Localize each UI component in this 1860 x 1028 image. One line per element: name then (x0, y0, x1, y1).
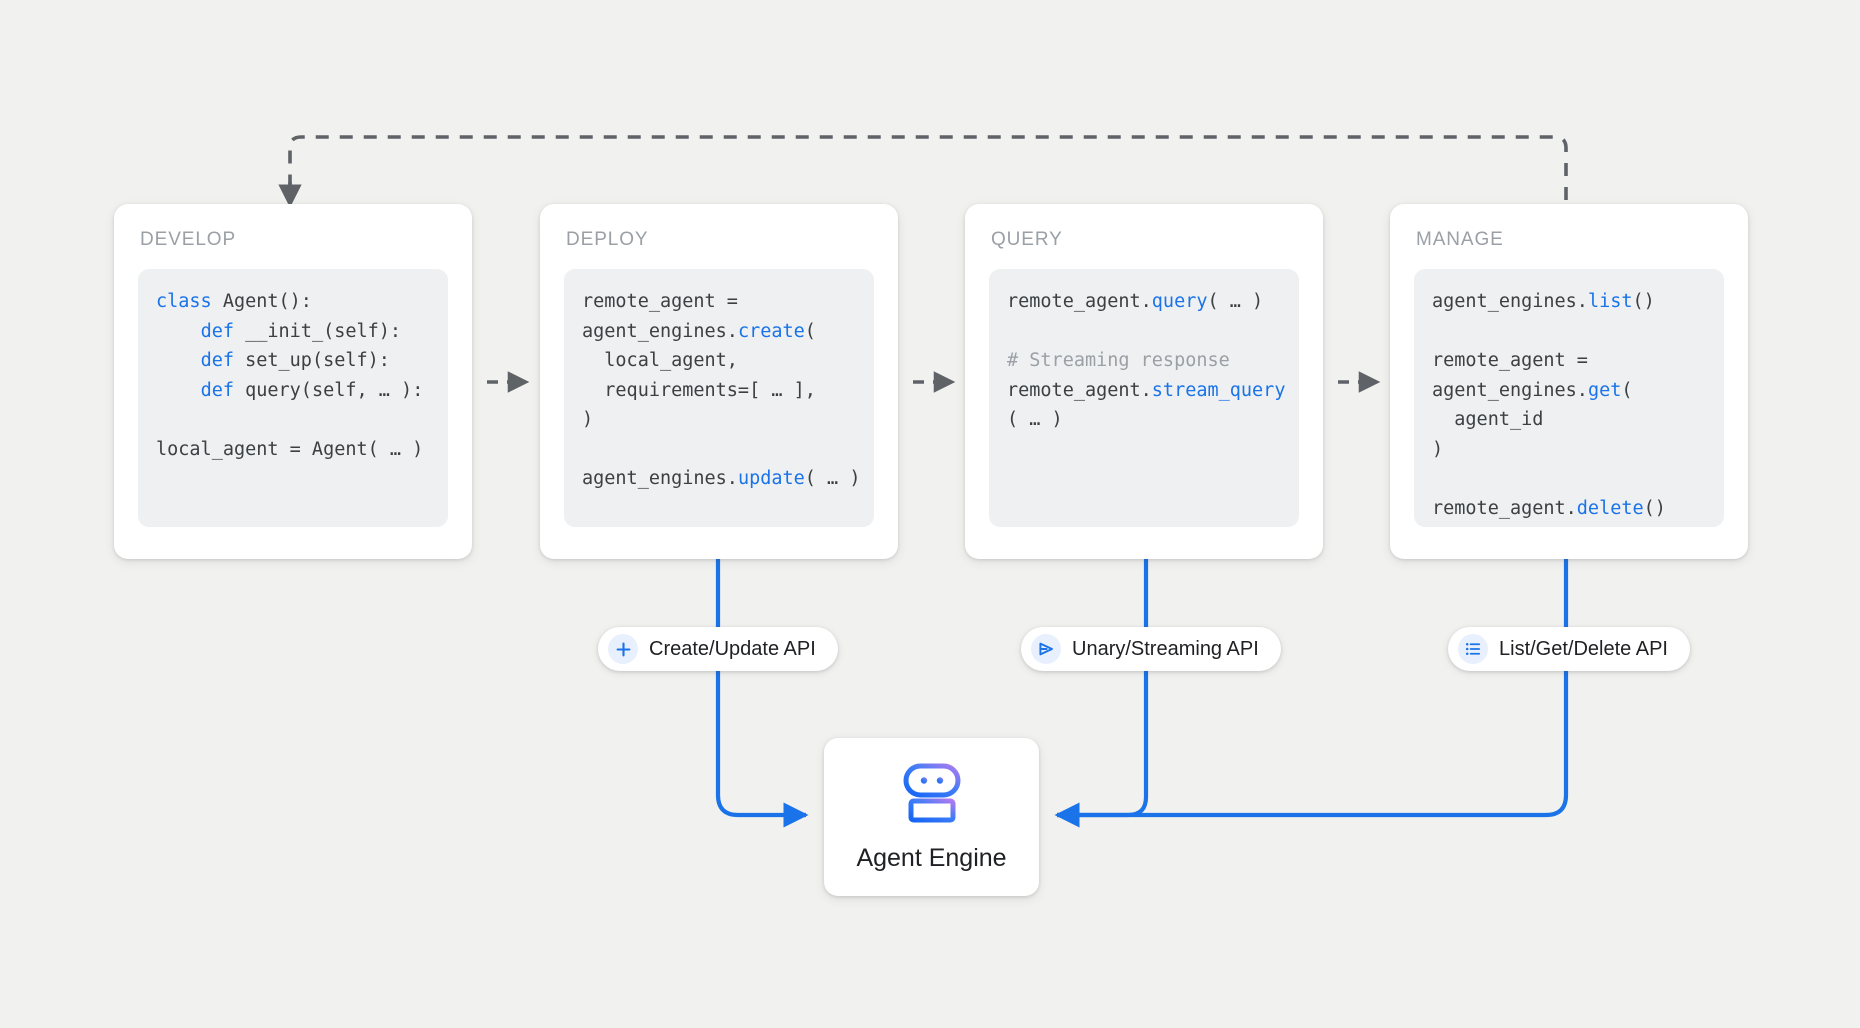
api-pill-label-unary-streaming: Unary/Streaming API (1072, 638, 1259, 660)
api-pill-create-update[interactable]: Create/Update API (598, 627, 838, 671)
stage-card-deploy: DEPLOY remote_agent = agent_engines.crea… (540, 204, 898, 559)
code-text-deploy: remote_agent = agent_engines.create( loc… (582, 291, 861, 489)
api-pill-label-list-get-delete: List/Get/Delete API (1499, 638, 1668, 660)
stage-card-query: QUERY remote_agent.query( … ) # Streamin… (965, 204, 1323, 559)
code-block-develop: class Agent(): def __init_(self): def se… (138, 269, 448, 527)
code-block-manage: agent_engines.list() remote_agent = agen… (1414, 269, 1724, 527)
code-block-query: remote_agent.query( … ) # Streaming resp… (989, 269, 1299, 527)
stage-title-query: QUERY (991, 229, 1063, 250)
list-bullets-icon (1458, 634, 1488, 664)
code-text-query: remote_agent.query( … ) # Streaming resp… (1007, 291, 1286, 430)
agent-engine-label: Agent Engine (856, 844, 1007, 872)
feedback-loop-arrow (278, 135, 1568, 208)
api-pill-label-create-update: Create/Update API (649, 638, 816, 660)
stage-title-develop: DEVELOP (140, 229, 237, 250)
code-text-manage: agent_engines.list() remote_agent = agen… (1432, 291, 1666, 519)
stage-card-develop: DEVELOP class Agent(): def __init_(self)… (114, 204, 472, 559)
api-pill-unary-streaming[interactable]: Unary/Streaming API (1021, 627, 1281, 671)
connector-query-to-agent-engine (1057, 559, 1149, 818)
code-block-deploy: remote_agent = agent_engines.create( loc… (564, 269, 874, 527)
plus-icon (608, 634, 638, 664)
robot-icon (899, 763, 965, 830)
agent-engine-node[interactable]: Agent Engine (824, 738, 1039, 896)
stage-title-deploy: DEPLOY (566, 229, 649, 250)
stage-title-manage: MANAGE (1416, 229, 1504, 250)
code-text-develop: class Agent(): def __init_(self): def se… (156, 291, 424, 460)
connector-manage-to-agent-engine (1054, 559, 1569, 828)
connector-deploy-to-agent-engine (715, 559, 809, 828)
api-pill-list-get-delete[interactable]: List/Get/Delete API (1448, 627, 1690, 671)
stage-card-manage: MANAGE agent_engines.list() remote_agent… (1390, 204, 1748, 559)
send-triangle-icon (1031, 634, 1061, 664)
